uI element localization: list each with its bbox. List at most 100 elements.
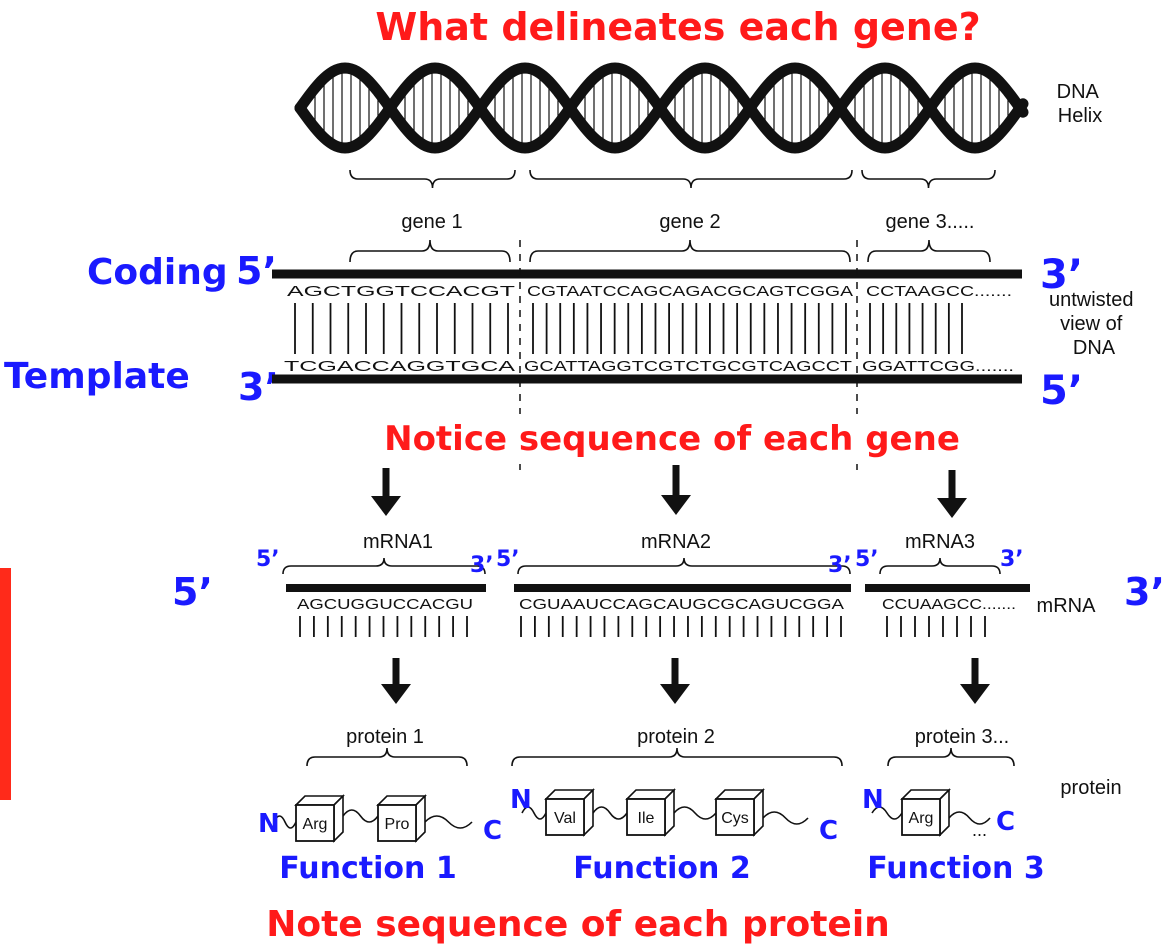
template-seq-gene3: GGATTCGG....... <box>862 358 1014 375</box>
protein-brace-2 <box>511 747 843 767</box>
block-front <box>715 798 755 836</box>
arrow-head <box>381 684 411 704</box>
coding-seq-gene1: AGCTGGTCCACGT <box>287 283 515 300</box>
base-pair-ticks <box>294 303 963 354</box>
protein3-label: protein 3... <box>915 726 1010 748</box>
peptide-bond <box>424 815 473 829</box>
helix-brace-gene1 <box>349 169 516 189</box>
notice-gene-caption: Notice sequence of each gene <box>384 419 960 459</box>
svg-text:5’: 5’ <box>256 547 280 572</box>
helix-braces <box>349 169 996 189</box>
gene-brace-1 <box>349 239 511 263</box>
coding-3prime-label: 3’ <box>1040 252 1083 298</box>
peptide-bond <box>871 806 903 820</box>
svg-text:N: N <box>862 785 884 815</box>
mrna-ticks <box>299 616 986 637</box>
gene-brace-2 <box>529 239 851 263</box>
arrow-head <box>937 498 967 518</box>
block-front <box>545 798 585 836</box>
helix-brace-gene2 <box>529 169 853 189</box>
amino-acid-block: Ile <box>625 788 676 837</box>
protein-brace-3 <box>887 747 1015 767</box>
mrna-prime-labels: 5’ 3’ 5’ 3’ 5’ 3’ <box>256 547 1024 578</box>
terminus-labels: N C N C N C <box>258 785 1015 846</box>
arrow-head <box>660 684 690 704</box>
block-front <box>377 804 417 842</box>
svg-text:5’: 5’ <box>496 547 520 572</box>
block-side <box>415 794 426 843</box>
translation-arrows <box>381 658 990 704</box>
protein1-label: protein 1 <box>346 726 424 748</box>
amino-acid-label: Val <box>554 810 576 827</box>
coding-seq-gene2: CGTAATCCAGCAGACGCAGTCGGA <box>527 283 853 300</box>
block-side <box>333 794 344 843</box>
mrna-row-5prime: 5’ <box>172 570 213 614</box>
mrna-braces <box>282 557 1001 575</box>
template-3prime-label: 3’ <box>238 365 279 409</box>
protein-braces <box>306 747 1015 767</box>
gene-braces <box>349 239 991 263</box>
svg-text:C: C <box>483 816 502 846</box>
svg-text:5’: 5’ <box>855 547 879 572</box>
coding-seq-gene3: CCTAAGCC....... <box>866 283 1012 300</box>
amino-acid-label: Arg <box>909 810 934 827</box>
amino-acid-block: Cys <box>714 788 765 837</box>
transcription-arrow-2 <box>661 465 691 515</box>
amino-acid-label: Arg <box>303 816 328 833</box>
gene-brace-3 <box>867 239 991 263</box>
svg-text:N: N <box>510 785 532 815</box>
peptide-bond <box>273 815 297 829</box>
mrna-brace-2 <box>517 557 851 575</box>
arrow-head <box>661 495 691 515</box>
mrna-brace-3 <box>879 557 1001 575</box>
coding-strand-label: Coding <box>87 252 228 293</box>
diagram-title: What delineates each gene? <box>375 5 980 49</box>
mrna-brace-1 <box>282 557 486 575</box>
gene-1-label: gene 1 <box>401 211 462 233</box>
svg-text:3’: 3’ <box>470 553 494 578</box>
protein-brace-1 <box>306 747 468 767</box>
helix-backbone-b <box>294 62 1029 154</box>
translation-arrow-2 <box>660 658 690 704</box>
mrna3-label: mRNA3 <box>905 531 975 553</box>
function-1-label: Function 1 <box>279 851 456 886</box>
translation-arrow-3 <box>960 658 990 704</box>
amino-acid-label: Cys <box>721 810 749 827</box>
translation-arrow-1 <box>381 658 411 704</box>
peptide-bond <box>592 806 628 820</box>
template-seq-gene2: GCATTAGGTCGTCTGCGTCAGCCT <box>524 358 852 375</box>
amino-acid-block: Val <box>544 788 595 837</box>
amino-acid-block: Arg <box>294 794 345 843</box>
mrna2-label: mRNA2 <box>641 531 711 553</box>
block-front <box>901 798 941 836</box>
dna-helix-label: DNA Helix <box>1057 81 1104 127</box>
gene-boundaries <box>519 240 858 470</box>
template-strand-label: Template <box>4 356 190 397</box>
transcription-arrow-3 <box>937 470 967 518</box>
block-side <box>939 788 950 837</box>
transcription-arrows <box>371 465 967 518</box>
footer-caption: Note sequence of each protein <box>266 904 890 945</box>
mrna-row-label: mRNA <box>1037 595 1097 617</box>
svg-text:3’: 3’ <box>1000 547 1024 572</box>
block-side <box>664 788 675 837</box>
svg-text:C: C <box>819 816 838 846</box>
amino-acid-block: Arg <box>900 788 951 837</box>
template-seq-gene1: TCGACCAGGTGCA <box>284 358 515 375</box>
mrna1-label: mRNA1 <box>363 531 433 553</box>
function-3-label: Function 3 <box>867 851 1044 886</box>
coding-5prime-label: 5’ <box>236 249 277 293</box>
gene-3-label: gene 3..... <box>886 211 975 233</box>
arrow-head <box>371 496 401 516</box>
transcription-arrow-1 <box>371 468 401 516</box>
mrna-row-3prime: 3’ <box>1124 570 1165 614</box>
untwisted-dna-label: untwisted view of DNA <box>1049 289 1139 359</box>
helix-brace-gene3 <box>861 169 996 189</box>
peptide-bond <box>762 811 809 825</box>
protein-row-label: protein <box>1060 777 1121 799</box>
amino-acid-label: Ile <box>638 810 655 827</box>
svg-text:N: N <box>258 809 280 839</box>
block-front <box>626 798 666 836</box>
